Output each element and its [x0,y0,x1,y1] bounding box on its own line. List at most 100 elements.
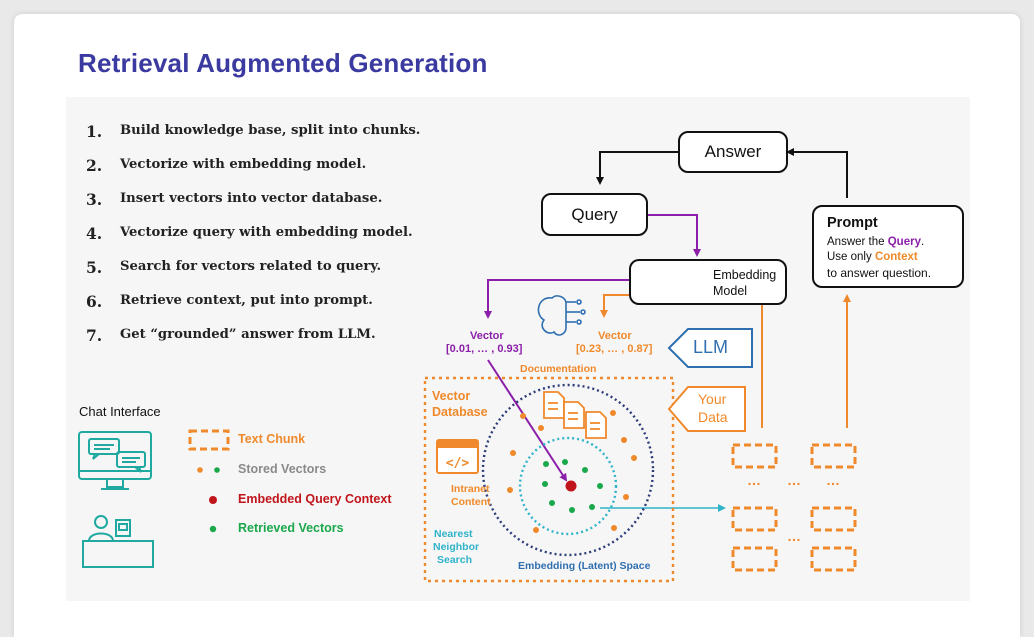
prompt-box: Prompt Answer the Query. Use only Contex… [812,205,964,288]
embedding-model-line-2: Model [713,284,748,298]
prompt-line-2: Use only Context [827,251,918,263]
text-chunk [731,546,778,572]
legend-text-chunk: Text Chunk [238,432,306,446]
your-data-line-1: Your [698,391,727,407]
vector-database-line-1: Vector [432,389,471,403]
retrieved-vector-dot [582,467,588,473]
step-number: 2. [86,156,103,175]
doc-vector-value: [0.23, … , 0.87] [576,343,653,355]
step-number: 1. [86,122,103,141]
step-number: 4. [86,224,103,243]
llm-shape [667,328,753,368]
retrieved-vector-dots [542,459,603,513]
query-to-embedding-arrow [648,214,701,257]
stored-vector-dot [611,525,617,531]
embedding-to-doc-vector-arrow [600,294,637,318]
step-text: Get “grounded” answer from LLM. [120,327,376,342]
embedded-query-dot [565,480,577,492]
retrieved-vector-dot [549,500,555,506]
stored-vector-dot [510,450,516,456]
step-number: 3. [86,190,103,209]
retrieved-vector-dot [543,461,549,467]
retrieved-vector-dot [562,459,568,465]
retrieved-vector-dot [569,507,575,513]
legend-retrieved-vectors: Retrieved Vectors [238,521,344,535]
stored-vector-dot [631,455,637,461]
prompt-line-3: to answer question. [827,266,932,280]
query-vector-to-space-arrow [487,359,568,482]
code-window-icon: </> [436,439,479,474]
diagram-panel [66,97,970,601]
retrieved-vector-dot [589,504,595,510]
documentation-label: Documentation [520,363,597,375]
query-label: Query [571,205,618,224]
stored-vector-dot [621,437,627,443]
step-text: Build knowledge base, split into chunks. [120,123,421,138]
chunk-ellipsis: … [787,472,801,488]
vector-database-line-2: Database [432,405,488,419]
legend-query-dot [209,496,217,504]
text-chunks [731,443,857,572]
answer-box: Answer [678,131,788,173]
nearest-neighbor-line-2: Neighbor [433,541,480,553]
nearest-neighbor-line-1: Nearest [434,528,473,540]
legend-stored-dot [197,467,203,473]
prompt-title: Prompt [827,215,878,231]
prompt-line-2-pre: Use only [827,251,875,263]
nearest-neighbor-circle [518,436,618,536]
prompt-line-1: Answer the Query. [827,236,924,248]
chunk-ellipsis: … [826,472,840,488]
intranet-content-line-1: Intranet [451,483,490,495]
text-chunk [810,443,857,469]
llm-label: LLM [693,337,729,357]
stored-vector-dots [507,410,637,533]
step-text: Vectorize query with embedding model. [120,225,413,240]
step-number: 6. [86,292,103,311]
embedding-model-line-1: Embedding [713,268,777,282]
chunk-ellipsis: … [747,472,761,488]
step-text: Vectorize with embedding model. [120,157,367,172]
stored-vector-dot [533,527,539,533]
stored-vector-dot [507,487,513,493]
answer-label: Answer [704,142,762,161]
step-number: 5. [86,258,103,277]
query-vector-value: [0.01, … , 0.93] [446,343,523,355]
chunk-ellipsis: … [787,528,801,544]
stored-vector-dot [538,425,544,431]
step-text: Insert vectors into vector database. [120,191,383,206]
prompt-context-word: Context [874,251,918,263]
embedding-to-query-vector-arrow [484,279,631,319]
legend-stored-dot [214,467,220,473]
prompt-query-word: Query [887,236,921,248]
text-chunk [731,443,778,469]
documents-icon [543,391,607,439]
retrieved-vector-dot [542,481,548,487]
your-data-line-2: Data [698,409,728,425]
prompt-line-1-pre: Answer the [827,236,888,248]
text-chunk [810,546,857,572]
slide-title: Retrieval Augmented Generation [78,48,488,78]
step-number: 7. [86,326,103,345]
legend-stored-vectors: Stored Vectors [238,462,327,476]
person-at-desk-icon [82,515,154,568]
doc-vector-label: Vector [598,330,632,342]
query-vector-label: Vector [470,330,504,342]
prompt-to-answer-arrow [786,148,848,198]
embedding-space-circle [481,383,655,557]
prompt-line-1-post: . [920,236,925,248]
query-box: Query [541,193,648,236]
legend-embedded-query: Embedded Query Context [238,492,392,506]
vector-database-frame [423,376,675,583]
text-chunk [810,506,857,532]
svg-text:</>: </> [446,456,470,471]
stored-vector-dot [623,494,629,500]
legend-retrieved-dot [209,525,217,533]
embedding-model-box: Embedding Model [629,259,787,305]
stored-vector-dot [520,413,526,419]
chat-interface-label: Chat Interface [79,404,161,419]
step-text: Search for vectors related to query. [120,259,382,274]
ai-brain-icon [537,295,586,336]
embedding-space-label: Embedding (Latent) Space [518,560,651,572]
answer-to-query-arrow [596,151,678,185]
